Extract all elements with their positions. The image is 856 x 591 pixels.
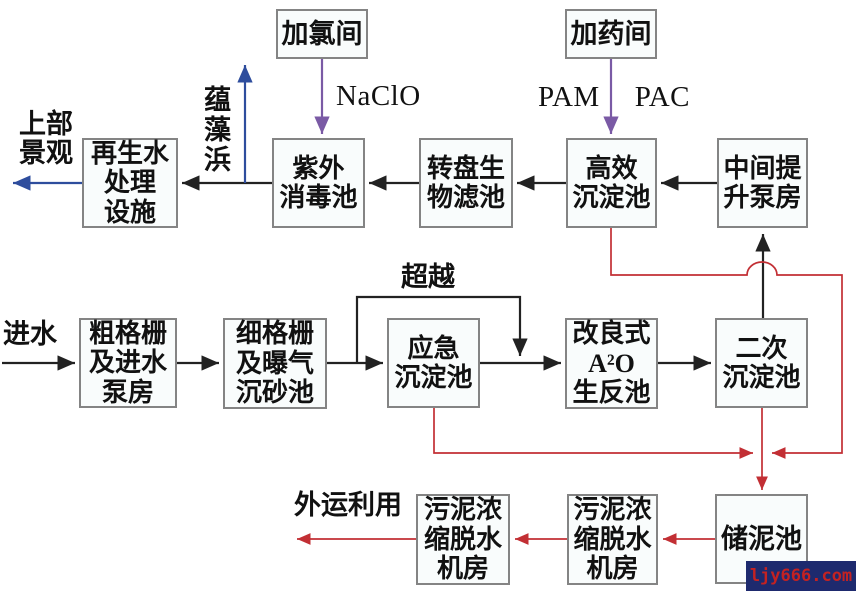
box-label: 沉淀池	[572, 183, 651, 212]
box-label: 再生水	[90, 138, 169, 168]
box-coarse-screen-pump: 粗格栅 及进水 泵房	[79, 318, 177, 408]
box-label: 缩脱水	[423, 524, 502, 554]
box-label: 及曝气	[235, 348, 314, 378]
box-fine-screen-grit: 细格栅 及曝气 沉砂池	[223, 318, 327, 409]
label-pam-pac: PAM PAC	[538, 81, 690, 114]
arrow-bypass	[355, 295, 528, 363]
box-uv-disinfection: 紫外 消毒池	[272, 138, 365, 228]
box-label: 物滤池	[426, 183, 505, 212]
box-intermediate-pump-house: 中间提 升泵房	[717, 138, 808, 228]
box-label: 改良式	[572, 319, 651, 349]
box-dosing-room: 加药间	[565, 9, 657, 59]
label-bypass: 超越	[401, 262, 455, 292]
label-outbound-use: 外运利用	[294, 490, 402, 520]
box-label: 污泥浓	[573, 495, 652, 525]
box-label: 泵房	[101, 377, 154, 407]
box-label: 沉砂池	[235, 378, 314, 408]
box-label: 加药间	[570, 18, 652, 49]
box-label: 生反池	[572, 378, 651, 408]
box-sludge-dewatering-left: 污泥浓 缩脱水 机房	[416, 494, 510, 585]
label-top-landscape: 上部 景观	[14, 109, 78, 169]
label-pac: PAC	[634, 81, 690, 113]
box-label: 污泥浓	[423, 495, 502, 525]
box-label: 粗格栅	[88, 318, 167, 348]
box-label: 转盘生	[426, 153, 505, 183]
box-label: 加氯间	[281, 18, 363, 49]
box-rotary-biofilter: 转盘生 物滤池	[419, 138, 513, 228]
box-chlorine-room: 加氯间	[276, 9, 368, 59]
box-label: 沉淀池	[394, 363, 473, 392]
box-label: 消毒池	[279, 183, 358, 212]
box-label: 细格栅	[235, 319, 314, 349]
box-label: 应急	[407, 333, 460, 363]
box-label: 储泥池	[721, 523, 802, 554]
box-a2o-bioreactor: 改良式 A²O 生反池	[565, 318, 658, 409]
box-label: 紫外	[292, 153, 345, 183]
arrow-sludge-emergency-to-junction	[433, 408, 753, 459]
box-secondary-sedimentation: 二次 沉淀池	[715, 318, 808, 408]
box-label: 设施	[103, 197, 156, 227]
box-label: 沉淀池	[722, 363, 801, 392]
box-label: 处理	[103, 168, 156, 198]
box-sludge-dewatering-right: 污泥浓 缩脱水 机房	[567, 494, 658, 585]
box-label: A²O	[588, 348, 635, 378]
box-label: 及进水	[88, 348, 167, 378]
box-label: 升泵房	[723, 183, 802, 212]
box-reclaimed-water-facility: 再生水 处理 设施	[82, 138, 178, 228]
label-river: 蕴藻浜	[200, 85, 230, 175]
box-high-efficiency-sedimentation: 高效 沉淀池	[566, 138, 657, 228]
box-label: 缩脱水	[573, 524, 652, 554]
label-inflow: 进水	[3, 319, 57, 349]
box-label: 机房	[586, 554, 639, 584]
watermark: ljy666.com	[746, 561, 856, 591]
label-line: 景观	[19, 138, 73, 169]
box-label: 二次	[735, 333, 788, 363]
box-emergency-sedimentation: 应急 沉淀池	[387, 318, 480, 408]
box-label: 中间提	[723, 153, 802, 183]
box-label: 机房	[436, 554, 489, 584]
label-pam: PAM	[538, 81, 600, 113]
box-label: 高效	[585, 153, 638, 183]
arrow-sludge-high-eff-to-junction	[610, 228, 843, 459]
label-naclo: NaClO	[336, 80, 421, 112]
label-line: 上部	[19, 109, 73, 139]
